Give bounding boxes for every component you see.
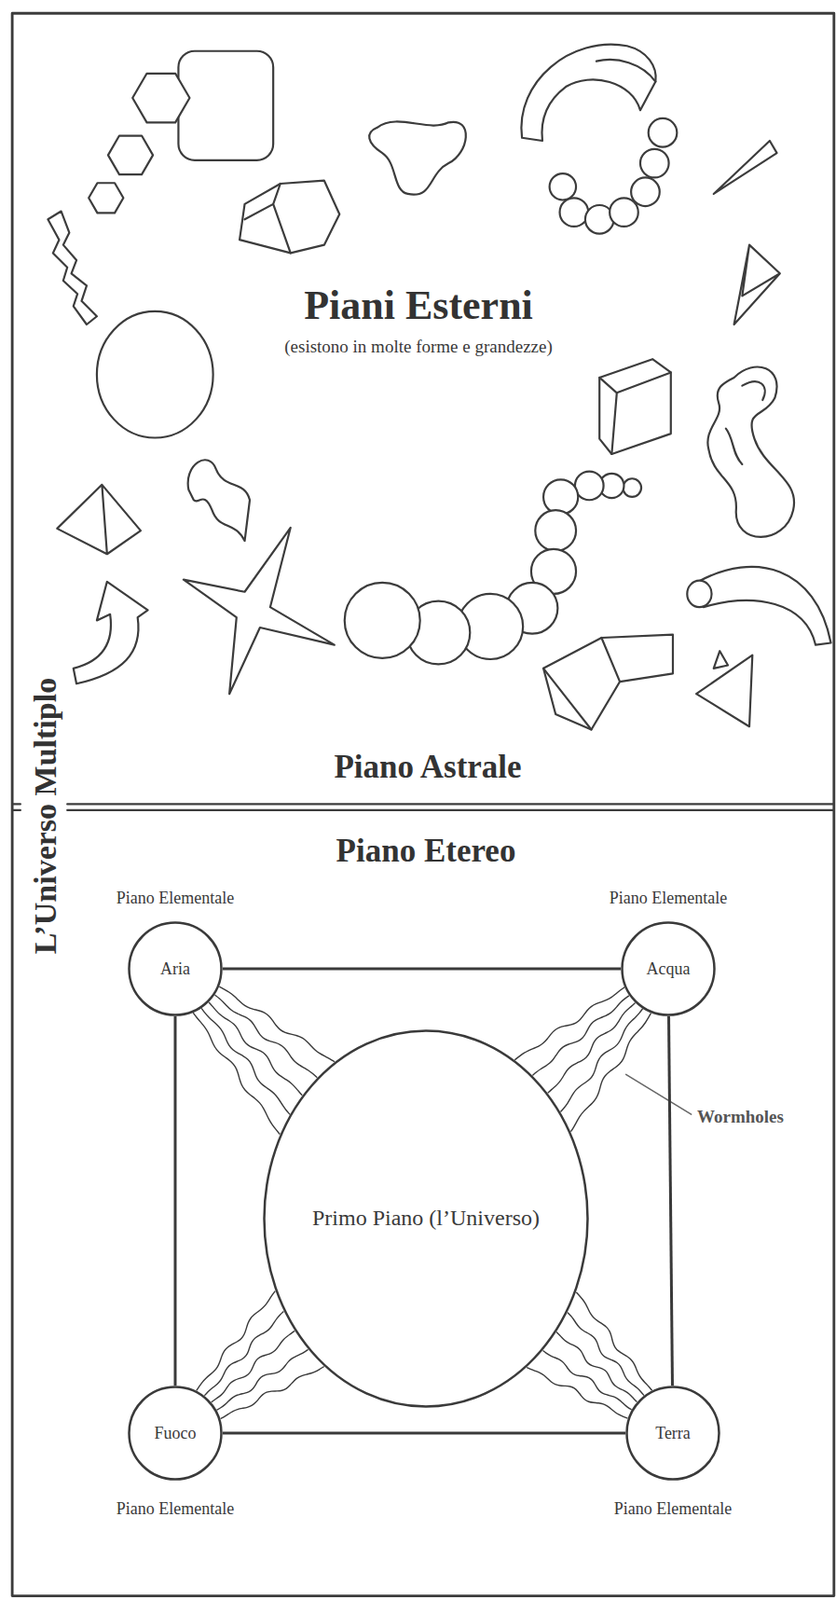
outer-planes-region: Piani Esterni (esistono in molte forme e … <box>13 13 834 802</box>
node-outline-shape <box>129 922 222 1015</box>
separator-line <box>67 802 835 805</box>
region-text: (esistono in molte forme e grandezze) <box>284 336 553 357</box>
vertical-title: L’Universo Multiplo <box>27 677 63 954</box>
square-line <box>174 1015 178 1385</box>
plane-name: Aria <box>160 959 191 979</box>
bead-shape <box>534 509 576 551</box>
wormhole-strand <box>548 1002 636 1094</box>
cube-shape <box>599 358 672 454</box>
region-heading: Piano Etereo <box>336 832 517 870</box>
separator-line <box>67 808 835 811</box>
square-side <box>222 968 621 970</box>
wormhole-strand <box>201 1007 290 1114</box>
ethereal-plane-region: Piano EtereoPiano ElementaleAriaPiano El… <box>13 811 834 1594</box>
node-outline-shape <box>129 1386 222 1480</box>
wormhole-strand <box>567 1312 645 1396</box>
callout-label: Wormholes <box>697 1106 784 1127</box>
square-line <box>669 1015 673 1385</box>
square-side <box>175 1015 177 1385</box>
square-side <box>669 1015 673 1385</box>
elemental-plane-circle: Piano ElementaleFuoco <box>127 1384 223 1481</box>
wormhole-strand <box>204 1310 284 1395</box>
shard-shape <box>713 140 778 194</box>
square-side <box>222 1432 626 1434</box>
wormhole-strand <box>208 1001 302 1096</box>
hexagon-shape <box>132 73 190 124</box>
region-text: Piano Astrale <box>333 748 521 786</box>
squiggle-edge <box>726 381 766 465</box>
plane-name: Terra <box>655 1423 691 1443</box>
kite-shape <box>734 245 781 325</box>
wormhole-strand <box>219 986 335 1062</box>
plane-name: Fuoco <box>154 1423 197 1443</box>
leader-line <box>626 1073 692 1114</box>
prime-plane-ellipse: Primo Piano (l’Universo) <box>262 1028 590 1408</box>
region-heading: Piani Esterni <box>303 282 534 330</box>
tube-shape <box>543 634 673 730</box>
bead-shape <box>543 479 578 514</box>
plane-name: Acqua <box>646 959 691 979</box>
bead-shape <box>549 173 576 200</box>
separator-line <box>12 802 21 805</box>
elemental-plane-circle: Piano ElementaleAria <box>127 920 223 1016</box>
hexagon-shape <box>108 136 153 176</box>
bead-shape <box>344 582 421 658</box>
bead-shape <box>640 149 670 179</box>
wormhole-strand <box>543 1349 632 1409</box>
wormhole-strand <box>575 1291 652 1390</box>
plane-caption: Piano Elementale <box>614 1498 732 1519</box>
wormhole-strand <box>532 995 630 1076</box>
triangle-shape <box>713 650 728 669</box>
separator-line <box>12 808 21 811</box>
bead-shape <box>630 177 660 206</box>
plane-caption: Piano Elementale <box>116 1498 234 1519</box>
plane-caption: Piano Elementale <box>116 888 234 908</box>
tube-edge <box>543 637 620 729</box>
horn-shape <box>698 566 831 645</box>
gem-shape <box>239 180 340 254</box>
hexagon-shape <box>88 182 124 213</box>
outer-frame <box>12 13 835 1595</box>
horn-end <box>686 580 712 607</box>
bead-shape <box>560 197 590 227</box>
blob-shape <box>369 121 466 194</box>
bead-shape <box>622 478 642 497</box>
wormhole-strand <box>220 1366 325 1419</box>
squiggle-shape <box>707 367 795 537</box>
elemental-plane-circle: Piano ElementaleTerra <box>625 1384 721 1481</box>
curved-arrow-shape <box>73 581 149 684</box>
pyramid-shape <box>56 484 141 554</box>
wormhole-strand <box>514 986 625 1060</box>
square-line <box>222 1431 626 1435</box>
bead-shape <box>609 197 639 227</box>
bead-shape <box>575 471 604 501</box>
gem-edge <box>245 183 291 253</box>
square-line <box>222 967 621 971</box>
node-outline-shape <box>264 1030 589 1407</box>
elemental-plane-circle: Piano ElementaleAcqua <box>620 920 716 1016</box>
plane-caption: Piano Elementale <box>609 888 727 908</box>
node-outline-shape <box>622 922 715 1015</box>
cube-edge <box>599 371 672 454</box>
star-shape <box>183 527 335 694</box>
ribbon-shape <box>188 459 250 541</box>
wormhole-strand <box>211 1329 295 1401</box>
arch-shape <box>520 44 656 141</box>
circle-shape <box>96 311 214 439</box>
node-outline-shape <box>627 1386 720 1480</box>
plane-name: Primo Piano (l’Universo) <box>312 1205 540 1232</box>
wormhole-strand <box>215 994 318 1078</box>
wormhole-strand <box>192 1012 280 1134</box>
arch-edge <box>596 59 656 83</box>
jagged-shape <box>47 211 97 325</box>
rounded-square-shape <box>178 51 274 161</box>
bead-shape <box>648 118 678 148</box>
